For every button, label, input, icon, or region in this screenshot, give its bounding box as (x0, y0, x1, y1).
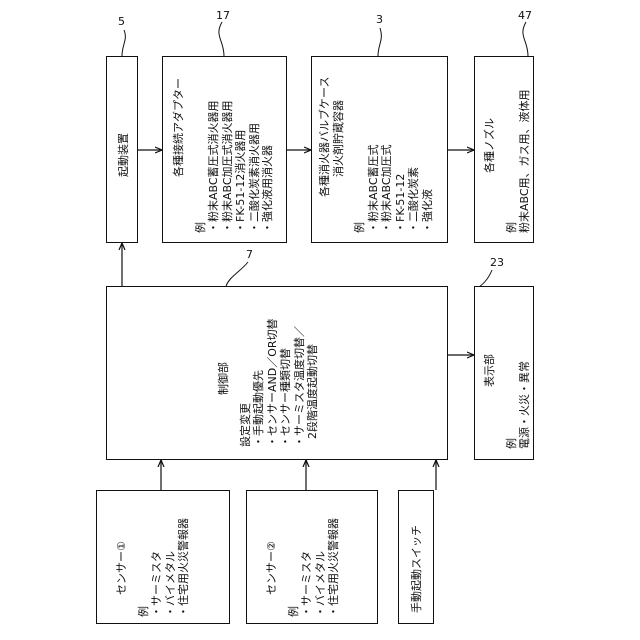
sensor-1-title: センサー① (115, 518, 129, 617)
valve-item: ・FK-51-12 (394, 77, 408, 233)
adapter-box: 各種接続アダプター 例 ・粉末ABC蓄圧式消火器用 ・粉末ABC加圧式消火器用 … (162, 56, 287, 243)
ref-17: 17 (216, 9, 230, 22)
starter-title: 起動装置 (117, 133, 131, 177)
valve-example: 例 (353, 77, 367, 233)
leader-17 (219, 22, 224, 56)
valve-item: ・二酸化炭素 (407, 77, 421, 233)
adapter-item: ・強化液用消火器 (261, 78, 275, 233)
manual-switch-title: 手動起動スイッチ (410, 525, 424, 613)
valve-item: ・粉末ABC蓄圧式 (367, 77, 381, 233)
adapter-item: ・粉末ABC蓄圧式消火器用 (207, 78, 221, 233)
adapter-item: ・粉末ABC加圧式消火器用 (221, 78, 235, 233)
adapter-title: 各種接続アダプター (172, 78, 186, 233)
sensor-2-example: 例 (287, 518, 301, 617)
leader-3 (378, 28, 381, 56)
valve-case-box: 各種消火器バルブケース 消火剤貯蔵容器 例 ・粉末ABC蓄圧式 ・粉末ABC加圧… (311, 56, 448, 243)
valve-title: 消火剤貯蔵容器 (332, 77, 346, 233)
starter-box: 起動装置 (106, 56, 138, 243)
ref-23: 23 (490, 256, 504, 269)
control-item: ・手動起動優先 (252, 318, 266, 447)
ref-7: 7 (246, 248, 253, 261)
display-example: 例 (505, 354, 519, 449)
manual-switch-box: 手動起動スイッチ (398, 490, 434, 624)
sensor-2-item: ・サーミスタ (300, 518, 314, 617)
ref-47: 47 (518, 9, 532, 22)
sensor-2-item: ・住宅用火災警報器 (327, 518, 341, 617)
display-item: 電源・火災・異常 (518, 354, 532, 449)
control-item: 2段階温度起動切替 (306, 318, 320, 447)
sensor-2-item: ・バイメタル (314, 518, 328, 617)
leader-7 (226, 262, 248, 286)
leader-5 (122, 30, 125, 56)
ref-3: 3 (376, 13, 383, 26)
control-box: 制御部 設定変更 ・手動起動優先 ・センサーAND／OR切替 ・センサー種類切替… (106, 286, 448, 460)
display-box: 表示部 例 電源・火災・異常 (474, 286, 534, 460)
valve-item: ・強化液 (421, 77, 435, 233)
control-item: ・センサー種類切替 (279, 318, 293, 447)
adapter-item: ・FK-51-12消火器用 (234, 78, 248, 233)
control-item: ・センサーAND／OR切替 (266, 318, 280, 447)
control-item: ・サーミスタ温度切替／ (293, 318, 307, 447)
sensor-1-item: ・住宅用火災警報器 (177, 518, 191, 617)
control-title: 制御部 (217, 318, 231, 447)
sensor-2-title: センサー② (265, 518, 279, 617)
adapter-example: 例 (194, 78, 208, 233)
sensor-1-item: ・バイメタル (164, 518, 178, 617)
display-title: 表示部 (483, 354, 497, 449)
sensor-1-box: センサー① 例 ・サーミスタ ・バイメタル ・住宅用火災警報器 (96, 490, 230, 624)
sensor-1-item: ・サーミスタ (150, 518, 164, 617)
sensor-2-box: センサー② 例 ・サーミスタ ・バイメタル ・住宅用火災警報器 (246, 490, 378, 624)
ref-5: 5 (118, 15, 125, 28)
control-setting: 設定変更 (239, 318, 253, 447)
nozzle-title: 各種ノズル (483, 89, 497, 233)
valve-title: 各種消火器バルブケース (318, 77, 332, 233)
valve-item: ・粉末ABC加圧式 (380, 77, 394, 233)
nozzle-item: 粉末ABC用、ガス用、液体用 (518, 89, 532, 233)
nozzle-example: 例 (505, 89, 519, 233)
sensor-1-example: 例 (137, 518, 151, 617)
nozzle-box: 各種ノズル 例 粉末ABC用、ガス用、液体用 (474, 56, 534, 243)
leader-47 (523, 22, 528, 56)
adapter-item: ・二酸化炭素消火器用 (248, 78, 262, 233)
